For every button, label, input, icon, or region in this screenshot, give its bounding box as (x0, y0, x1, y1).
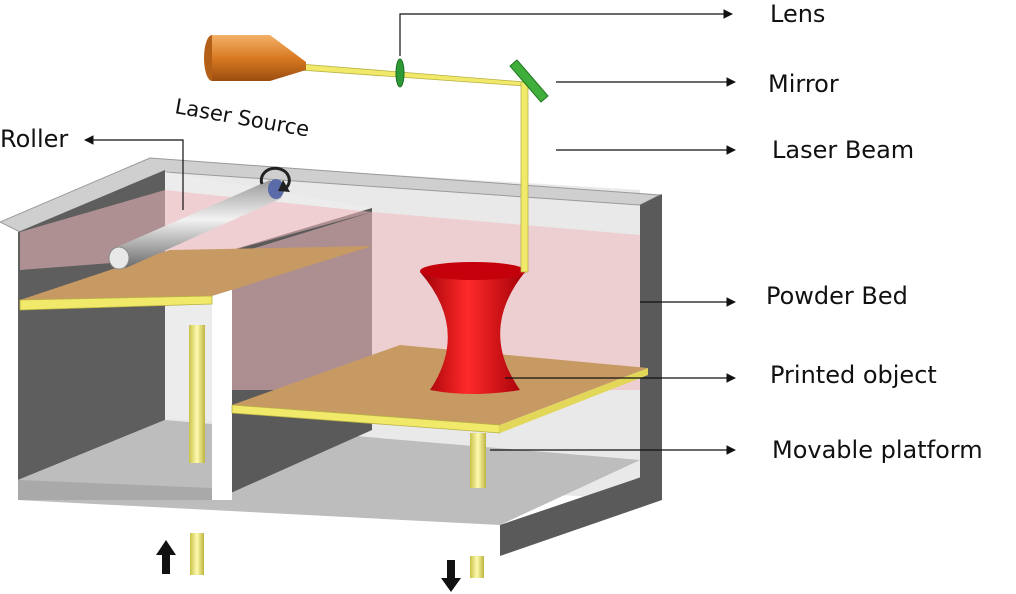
mirror-icon (509, 59, 549, 103)
down-arrow-icon (441, 560, 461, 592)
build-rod-lower (470, 556, 484, 578)
beam-horizontal (299, 63, 526, 87)
laser-nose (270, 35, 306, 81)
laser-system (204, 35, 549, 273)
supply-platform-edge (19, 295, 213, 311)
hourglass-body (420, 267, 525, 394)
rotation-arrow-icon (259, 166, 291, 190)
hourglass-top (420, 262, 526, 280)
motion-indicators (156, 533, 484, 592)
build-piston-rod (470, 433, 486, 488)
laser-cylinder (212, 35, 270, 81)
label-printed-object: Printed object (770, 361, 937, 389)
rotation-arrowhead-icon (278, 180, 290, 192)
left-base-edge (18, 480, 212, 500)
roller-body (110, 180, 282, 268)
roller-end (108, 246, 130, 270)
supply-rod-lower (190, 533, 204, 575)
roller-far-end (268, 179, 284, 199)
roller (108, 166, 291, 270)
divider-wall-edge (212, 255, 232, 500)
label-lens: Lens (770, 0, 825, 28)
printed-object (420, 262, 526, 394)
label-laser-beam: Laser Beam (772, 136, 914, 164)
right-wall (640, 194, 662, 505)
front-base (500, 470, 662, 556)
lens-leader (399, 9, 733, 56)
roller-leader (84, 135, 184, 210)
label-movable-platform: Movable platform (772, 436, 983, 464)
supply-powder-top (20, 246, 372, 300)
supply-piston-rod (189, 325, 205, 463)
up-arrow-icon (156, 540, 176, 574)
platform-right-edge (500, 368, 648, 433)
powder-supply (19, 246, 372, 463)
label-laser-source: Laser Source (173, 94, 311, 141)
label-roller: Roller (0, 125, 68, 153)
label-mirror: Mirror (768, 70, 839, 98)
label-powder-bed: Powder Bed (766, 282, 908, 310)
lens-icon (395, 58, 405, 88)
beam-vertical (520, 81, 529, 273)
leader-lines (84, 9, 736, 455)
